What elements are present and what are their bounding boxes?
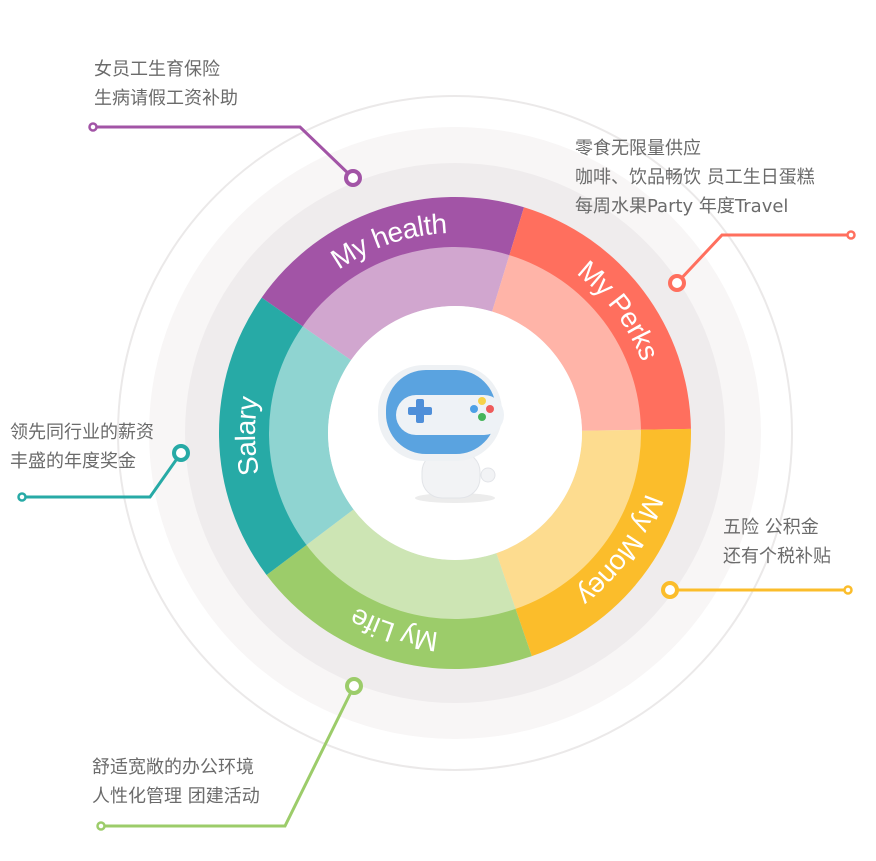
callout-anchor-dot-life <box>345 677 363 695</box>
note-perks: 零食无限量供应 咖啡、饮品畅饮 员工生日蛋糕 每周水果Party 年度Trave… <box>575 134 815 221</box>
note-line: 舒适宽敞的办公环境 <box>92 757 254 778</box>
note-line: 丰盛的年度奖金 <box>10 451 136 472</box>
outer-guide-circle <box>117 95 793 771</box>
note-line: 五险 公积金 <box>723 517 819 538</box>
segment-outer-3 <box>266 544 532 669</box>
segment-inner-2 <box>496 429 642 609</box>
callout-anchor-dot-health <box>344 169 362 187</box>
note-life: 舒适宽敞的办公环境 人性化管理 团建活动 <box>92 753 260 811</box>
note-line: 零食无限量供应 <box>575 138 701 159</box>
note-salary: 领先同行业的薪资 丰盛的年度奖金 <box>10 418 154 476</box>
callout-anchor-dot-perks <box>668 274 686 292</box>
note-line: 生病请假工资补助 <box>94 88 238 109</box>
segment-inner-4 <box>268 326 354 545</box>
callout-end-dot-money <box>843 585 853 595</box>
callout-end-dot-perks <box>846 230 856 240</box>
note-line: 还有个税补贴 <box>723 546 831 567</box>
segment-inner-3 <box>306 509 516 619</box>
note-line: 人性化管理 团建活动 <box>92 786 260 807</box>
segment-outer-1 <box>509 207 691 430</box>
note-health: 女员工生育保险 生病请假工资补助 <box>94 55 238 113</box>
callout-line-health <box>93 125 355 180</box>
callout-anchor-dot-salary <box>172 444 190 462</box>
segment-outer-0 <box>261 196 524 327</box>
note-line: 领先同行业的薪资 <box>10 422 154 443</box>
segment-inner-1 <box>492 255 641 431</box>
callout-line-salary <box>22 452 183 499</box>
segment-outer-2 <box>515 428 691 657</box>
segment-label-text: Salary <box>229 394 264 477</box>
callout-line-perks <box>675 233 851 285</box>
segment-outer-4 <box>219 297 308 576</box>
callout-line-life <box>101 685 356 828</box>
callout-end-dot-health <box>88 122 98 132</box>
segment-label: Salary <box>229 394 264 477</box>
gamepad-robot-mascot-icon <box>378 365 504 503</box>
callout-anchor-dot-money <box>661 581 679 599</box>
callout-end-dot-life <box>96 821 106 831</box>
segment-inner-0 <box>302 247 510 361</box>
callout-end-dot-salary <box>17 492 27 502</box>
note-money: 五险 公积金 还有个税补贴 <box>723 513 831 571</box>
note-line: 每周水果Party 年度Travel <box>575 196 789 217</box>
note-line: 咖啡、饮品畅饮 员工生日蛋糕 <box>575 167 815 188</box>
note-line: 女员工生育保险 <box>94 59 220 80</box>
